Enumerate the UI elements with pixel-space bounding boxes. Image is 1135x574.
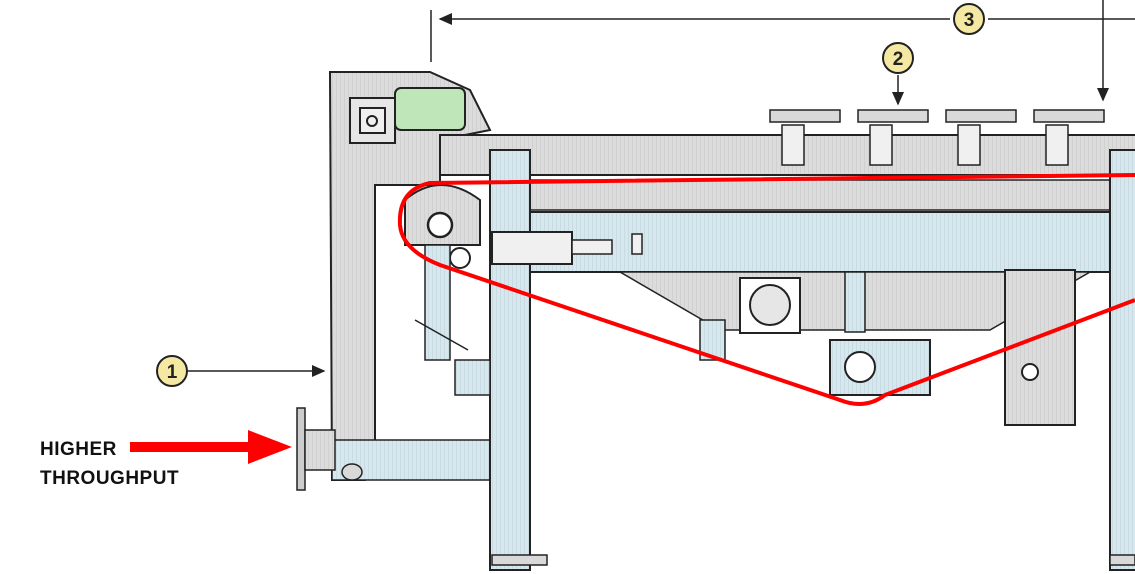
throughput-arrow (130, 430, 292, 464)
sorting-heads (769, 109, 1105, 166)
product-path (397, 173, 1135, 406)
head-pulley (404, 184, 491, 396)
dimension-line (430, 0, 1135, 102)
throughput-label: HIGHER THROUGHPUT (40, 439, 179, 489)
drive-motor (349, 87, 466, 144)
pneumatic-cylinder (491, 231, 643, 265)
callout-3-number: 3 (964, 10, 975, 31)
callout-3: 3 (953, 3, 985, 35)
callout-2: 2 (882, 42, 914, 74)
under-drive (699, 269, 1076, 426)
callout-1-number: 1 (167, 362, 178, 383)
callout-2-number: 2 (893, 49, 904, 70)
callout-1: 1 (156, 355, 188, 387)
label-line-1: HIGHER (40, 439, 117, 460)
label-line-2: THROUGHPUT (40, 468, 179, 489)
